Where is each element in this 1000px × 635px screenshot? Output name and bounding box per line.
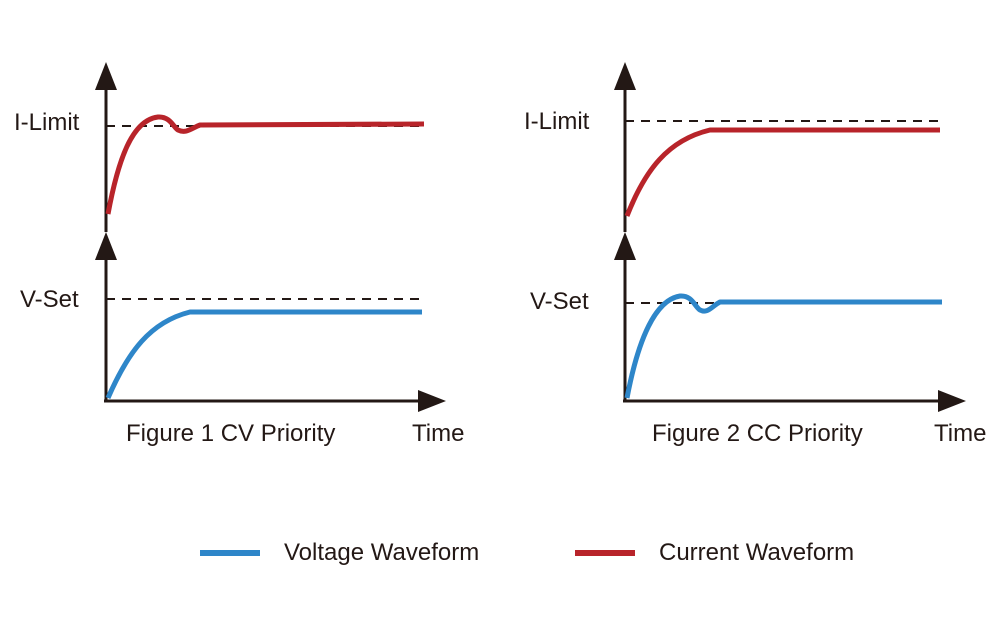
legend-item-current: Current Waveform [575,538,854,568]
figure2-group [614,62,966,412]
figure2-time-label: Time [934,420,987,447]
figure1-time-label: Time [412,420,465,447]
figure2-i-limit-label: I-Limit [524,108,590,135]
figure1-y-axis-upper-arrow-icon [95,62,117,90]
figure1-current-waveform [105,114,425,215]
figure1-voltage-waveform [105,309,422,399]
legend-item-voltage: Voltage Waveform [200,538,479,568]
figure1-i-limit-label: I-Limit [14,109,80,136]
figure1-caption: Figure 1 CV Priority [126,420,336,447]
figure2-caption: Figure 2 CC Priority [652,420,863,447]
figure1-y-axis-lower-arrow-icon [95,232,117,260]
figure1-v-set-label: V-Set [20,286,79,313]
legend-current-swatch [575,550,635,556]
legend-current-label: Current Waveform [659,539,855,566]
figure2-x-axis-arrow-icon [938,390,966,412]
legend-voltage-label: Voltage Waveform [284,539,480,566]
figure2-voltage-waveform [624,293,942,399]
figure2-y-axis-upper-arrow-icon [614,62,636,90]
figure1-x-axis-arrow-icon [418,390,446,412]
figure2-current-waveform [624,127,940,217]
figure2-y-axis-lower-arrow-icon [614,232,636,260]
figure2-v-set-label: V-Set [530,288,589,315]
legend-voltage-swatch [200,550,260,556]
figure1-group [95,62,446,412]
